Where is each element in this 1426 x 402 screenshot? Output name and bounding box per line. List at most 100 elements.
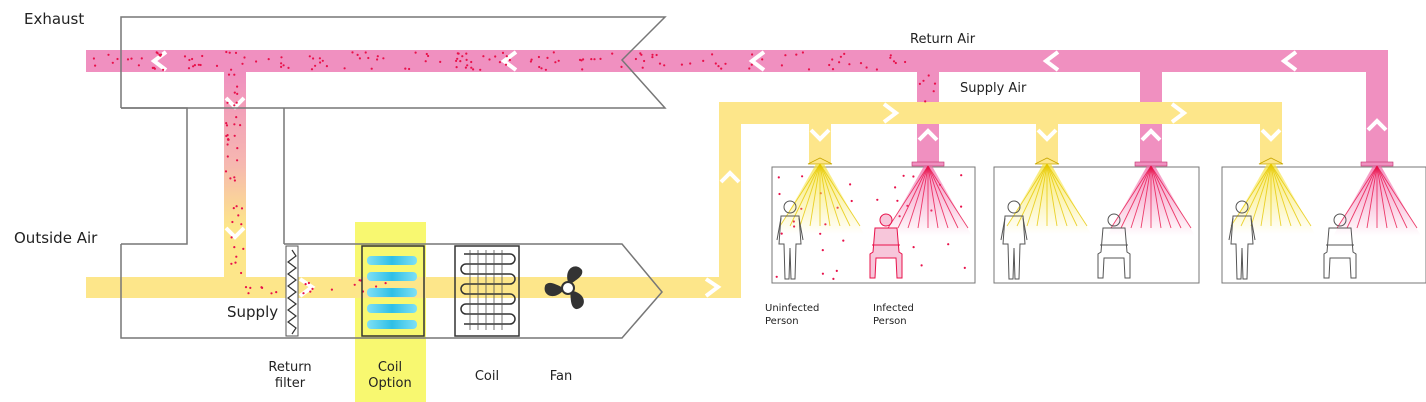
particle <box>557 59 560 62</box>
particle <box>275 291 278 294</box>
particle <box>960 205 963 208</box>
particle <box>358 57 361 60</box>
particle <box>912 246 915 249</box>
particle <box>831 68 835 71</box>
particle <box>226 143 229 146</box>
particle <box>235 205 238 208</box>
particle <box>249 286 252 289</box>
particle <box>777 176 780 179</box>
particle <box>658 62 662 65</box>
particle <box>680 63 684 66</box>
particle <box>224 170 228 173</box>
particle <box>590 58 593 61</box>
particle <box>775 275 778 278</box>
particle <box>356 53 359 57</box>
particle <box>375 285 378 288</box>
infected-label-line2: Person <box>873 316 907 327</box>
particle <box>505 55 508 58</box>
particle <box>947 243 950 246</box>
particle <box>801 175 804 178</box>
room-2 <box>993 166 1200 284</box>
particle <box>482 55 485 58</box>
particle <box>237 214 240 217</box>
person-figure <box>1097 213 1131 279</box>
particle <box>859 62 863 65</box>
particle <box>655 53 658 57</box>
particle <box>282 64 285 67</box>
return-air-label: Return Air <box>910 32 976 47</box>
particle <box>821 249 824 252</box>
particle <box>750 63 753 66</box>
return-grille <box>1134 161 1168 167</box>
particle <box>865 66 868 69</box>
particle <box>353 283 356 286</box>
particle <box>424 60 427 63</box>
particle <box>552 51 555 54</box>
particle <box>459 60 462 63</box>
particle <box>309 290 312 293</box>
particle <box>230 68 233 71</box>
particle <box>593 58 596 61</box>
particle <box>270 292 273 295</box>
particle <box>232 207 235 210</box>
particle <box>230 236 233 239</box>
particle <box>455 66 458 69</box>
person-figure <box>1323 213 1357 279</box>
particle <box>843 52 846 56</box>
particle <box>530 58 533 61</box>
particle <box>234 51 238 55</box>
particle <box>226 101 229 104</box>
particle <box>236 159 239 162</box>
particle <box>896 199 899 202</box>
particle <box>226 138 230 141</box>
return-filter <box>285 245 299 337</box>
particle <box>319 61 322 64</box>
coil-option-label-line1: Coil <box>377 360 403 375</box>
infected-person-figure <box>869 213 903 279</box>
particle <box>233 91 236 94</box>
particle <box>801 51 805 54</box>
particle <box>280 65 283 68</box>
particle <box>821 272 825 275</box>
particle <box>839 55 843 58</box>
particle <box>242 247 245 250</box>
particle <box>479 68 482 71</box>
room-1 <box>771 166 976 284</box>
particle <box>540 67 543 70</box>
particle <box>620 65 623 68</box>
particle <box>233 179 236 182</box>
particle <box>932 90 935 93</box>
particle <box>414 51 417 54</box>
particle <box>233 176 236 179</box>
particle <box>470 66 473 69</box>
supply-air-cone <box>776 163 864 234</box>
return-air-cone <box>1333 165 1421 236</box>
return-air-cone <box>884 165 972 236</box>
particle <box>231 220 234 224</box>
particle <box>922 79 925 82</box>
particle <box>94 64 97 67</box>
particle <box>457 52 460 55</box>
particle <box>351 51 354 54</box>
particle <box>156 52 159 55</box>
supply-air-cone <box>1227 163 1315 234</box>
particle <box>240 207 244 210</box>
particle <box>663 64 666 67</box>
particle <box>508 58 511 62</box>
particle <box>311 287 314 290</box>
particle <box>795 53 798 56</box>
particle <box>780 64 784 67</box>
particle <box>193 64 196 67</box>
particle <box>724 62 727 65</box>
particle <box>828 63 831 67</box>
particle <box>314 64 317 67</box>
coil-option-label: Coil Option <box>360 360 420 392</box>
exhaust-label: Exhaust <box>24 10 85 28</box>
uninfected-label-line1: Uninfected <box>765 303 820 314</box>
particle <box>384 282 387 285</box>
particle <box>470 60 473 64</box>
particle <box>233 134 236 137</box>
particle <box>464 66 467 69</box>
particle <box>364 51 367 54</box>
